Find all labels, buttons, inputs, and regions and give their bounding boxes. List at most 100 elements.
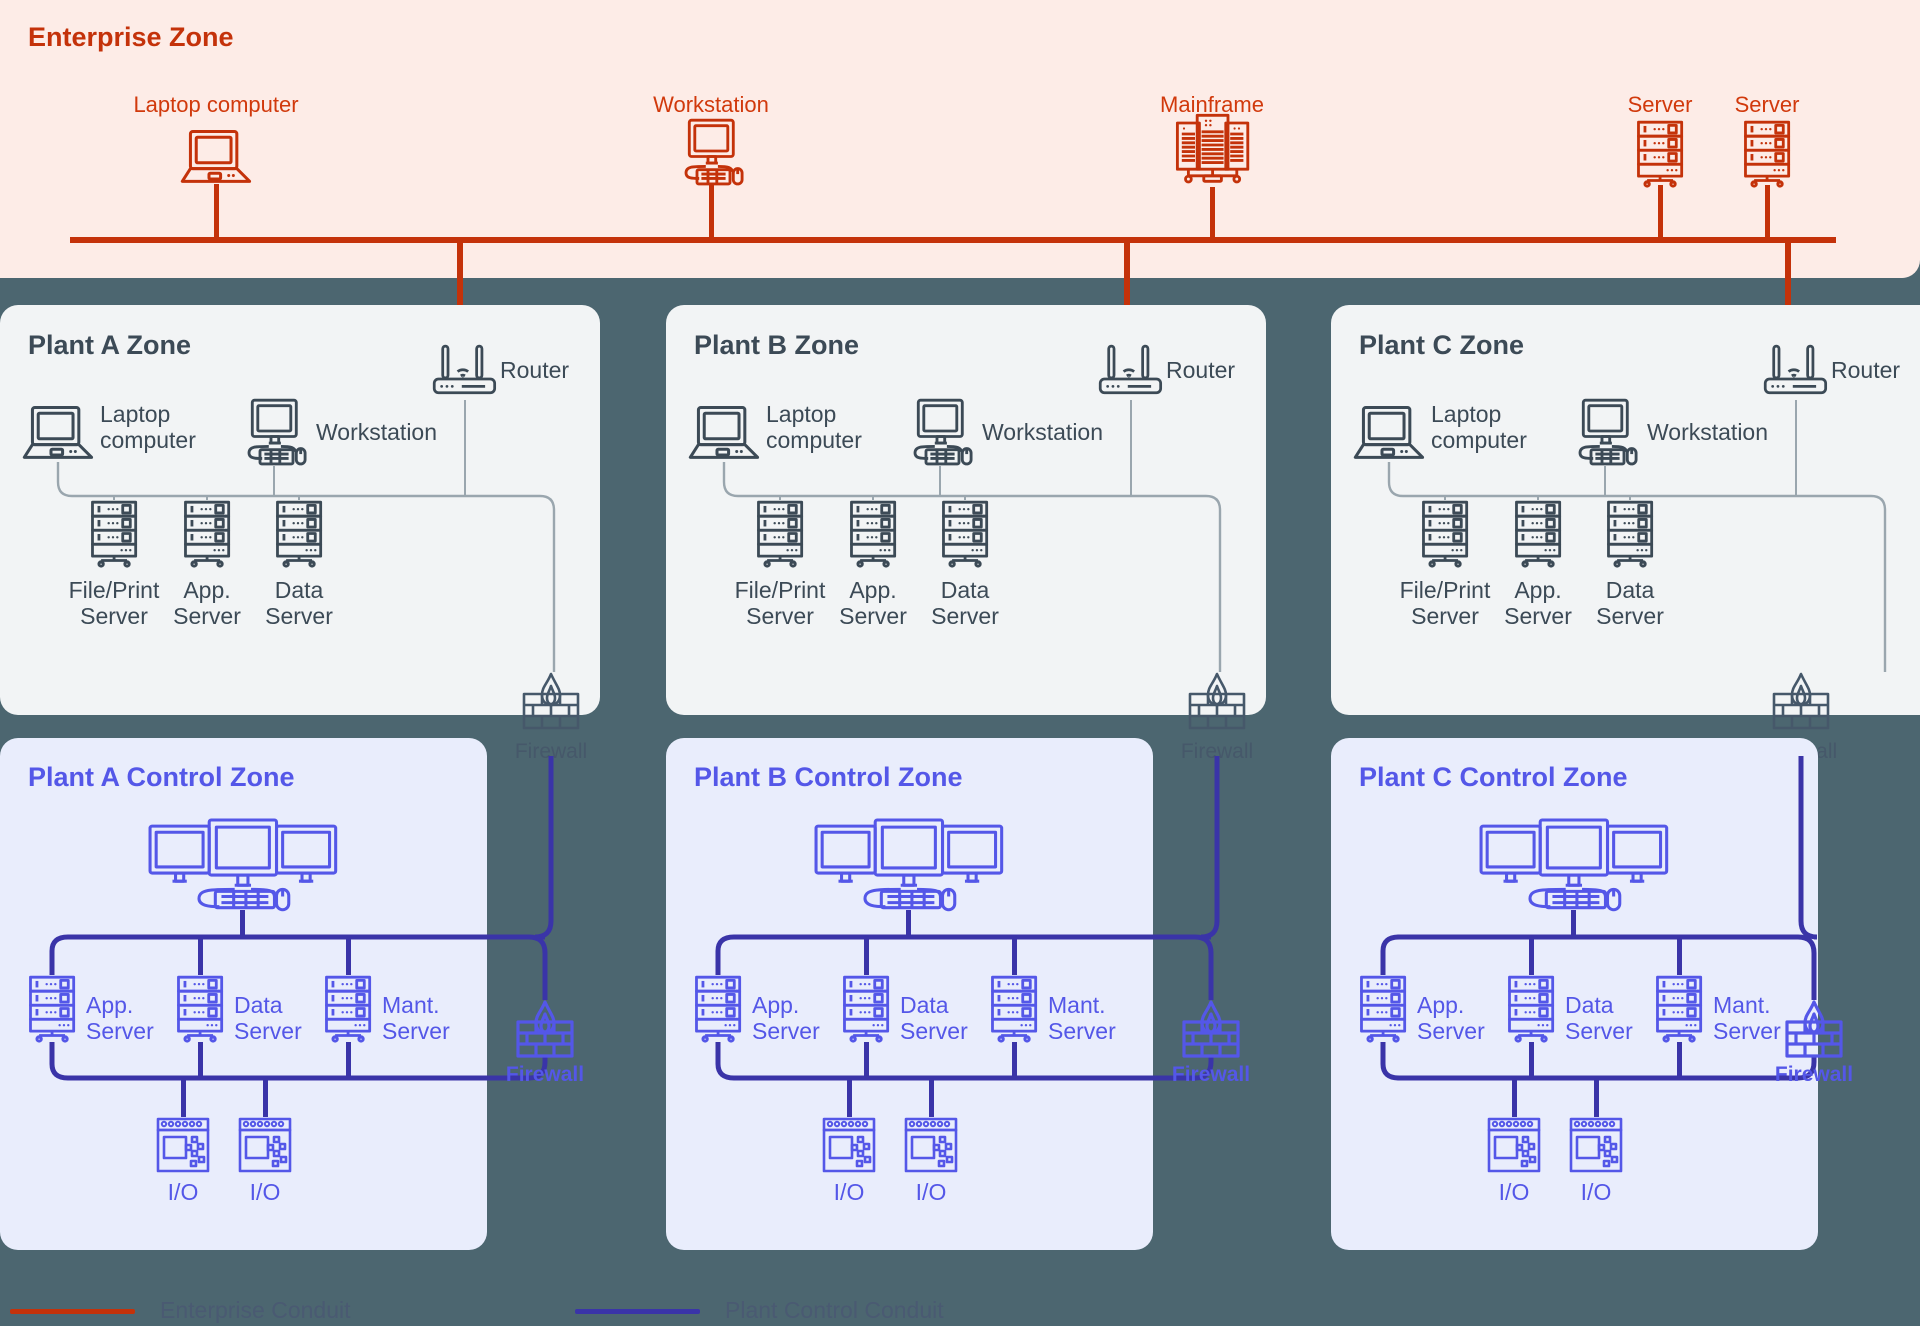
control-server-label-2-2: Mant.Server — [1713, 992, 1781, 1044]
control-zone-title-1: Plant B Control Zone — [694, 762, 963, 792]
plant-client-label-0-1: Workstation — [316, 419, 438, 445]
control-zone-title-2: Plant C Control Zone — [1359, 762, 1628, 792]
plant-firewall-icon-2 — [1770, 672, 1832, 734]
enterprise-drop-3 — [1658, 185, 1663, 240]
plant-server-stub-0-2 — [298, 496, 301, 500]
plant-client-label-1-1: Workstation — [982, 419, 1104, 445]
control-io-label-0-1: I/O — [249, 1179, 281, 1205]
control-server-stub-dn-0-1 — [198, 1042, 203, 1078]
plant-server-icon-1-2 — [937, 500, 993, 568]
plant-router-label-2: Router — [1831, 357, 1901, 383]
plant-server-icon-0-0 — [86, 500, 142, 568]
control-server-label-1-0: App.Server — [752, 992, 820, 1044]
plant-router-stub-0 — [464, 400, 467, 496]
control-io-stub-2-1 — [1594, 1078, 1599, 1117]
control-server-icon-0-0 — [24, 975, 80, 1043]
plant-router-icon-2 — [1761, 344, 1831, 397]
plant-firewall-icon-0 — [520, 672, 582, 734]
control-server-stub-up-1-2 — [1012, 937, 1017, 975]
plant-firewall-icon-1 — [1186, 672, 1248, 734]
control-io-icon-1-0 — [821, 1117, 877, 1173]
enterprise-zone-title: Enterprise Zone — [28, 22, 234, 52]
control-io-label-1-0: I/O — [833, 1179, 865, 1205]
control-server-stub-up-2-2 — [1677, 937, 1682, 975]
plant-firewall-label-0: Firewall — [514, 740, 588, 763]
enterprise-workstation-icon-1 — [675, 118, 748, 186]
control-hmi-icon-1 — [814, 818, 1004, 912]
legend-swatch-1 — [575, 1309, 700, 1314]
control-server-stub-up-0-2 — [346, 937, 351, 975]
plant-client-label-2-1: Workstation — [1647, 419, 1769, 445]
control-server-stub-dn-1-2 — [1012, 1042, 1017, 1078]
control-server-icon-0-2 — [320, 975, 376, 1043]
control-firewall-label-1: Firewall — [1171, 1063, 1251, 1086]
plant-router-icon-1 — [1096, 344, 1166, 397]
plant-laptop-icon-1 — [688, 404, 760, 462]
control-firewall-icon-0 — [514, 1000, 576, 1062]
plant-workstation-icon-2 — [1569, 398, 1642, 466]
legend-swatch-0 — [10, 1309, 135, 1314]
plant-ws-stub-0 — [273, 466, 276, 496]
plant-router-stub-1 — [1130, 400, 1133, 496]
plant-router-stub-2 — [1795, 400, 1798, 496]
control-server-stub-dn-2-1 — [1529, 1042, 1534, 1078]
control-io-stub-0-0 — [181, 1078, 186, 1117]
enterprise-server-icon-3 — [1632, 120, 1688, 188]
control-server-label-0-0: App.Server — [86, 992, 154, 1044]
plant-server-stub-0-1 — [206, 496, 209, 500]
enterprise-node-label-3: Server — [1627, 92, 1693, 117]
plant-server-stub-1-0 — [779, 496, 782, 500]
plant-server-label-0-1: App.Server — [173, 577, 241, 629]
control-server-icon-1-2 — [986, 975, 1042, 1043]
control-server-stub-up-1-1 — [864, 937, 869, 975]
control-hmi-stub-1 — [906, 910, 911, 939]
control-io-label-2-1: I/O — [1580, 1179, 1612, 1205]
control-hmi-icon-2 — [1479, 818, 1669, 912]
plant-zone-title-0: Plant A Zone — [28, 330, 192, 360]
control-server-stub-up-0-1 — [198, 937, 203, 975]
plant-server-label-1-1: App.Server — [839, 577, 907, 629]
plant-workstation-icon-1 — [904, 398, 977, 466]
control-server-label-2-0: App.Server — [1417, 992, 1485, 1044]
enterprise-to-plant-c-drop — [1785, 237, 1791, 357]
plant-router-label-1: Router — [1166, 357, 1236, 383]
control-io-stub-1-0 — [847, 1078, 852, 1117]
plant-laptop-icon-0 — [22, 404, 94, 462]
plant-server-stub-1-2 — [964, 496, 967, 500]
control-hmi-stub-2 — [1571, 910, 1576, 939]
plant-server-icon-0-2 — [271, 500, 327, 568]
control-io-icon-1-1 — [903, 1117, 959, 1173]
enterprise-drop-1 — [709, 184, 714, 240]
plant-laptop-icon-2 — [1353, 404, 1425, 462]
enterprise-laptop-icon-0 — [180, 128, 252, 186]
enterprise-server-icon-4 — [1739, 120, 1795, 188]
plant-server-stub-2-1 — [1537, 496, 1540, 500]
control-hmi-stub-0 — [240, 910, 245, 939]
control-io-icon-2-1 — [1568, 1117, 1624, 1173]
enterprise-node-label-1: Workstation — [653, 92, 769, 117]
plant-workstation-icon-0 — [238, 398, 311, 466]
legend-label-1: Plant Control Conduit — [725, 1297, 944, 1323]
control-server-label-0-2: Mant.Server — [382, 992, 450, 1044]
enterprise-to-plant-a-drop — [457, 237, 463, 357]
plant-server-stub-0-0 — [113, 496, 116, 500]
enterprise-drop-2 — [1210, 187, 1215, 240]
control-io-icon-0-0 — [155, 1117, 211, 1173]
control-zone-title-0: Plant A Control Zone — [28, 762, 295, 792]
control-firewall-icon-1 — [1180, 1000, 1242, 1062]
plant-server-icon-1-0 — [752, 500, 808, 568]
control-io-label-1-1: I/O — [915, 1179, 947, 1205]
control-server-label-1-2: Mant.Server — [1048, 992, 1116, 1044]
plant-server-stub-2-0 — [1444, 496, 1447, 500]
plant-zone-title-1: Plant B Zone — [694, 330, 860, 360]
